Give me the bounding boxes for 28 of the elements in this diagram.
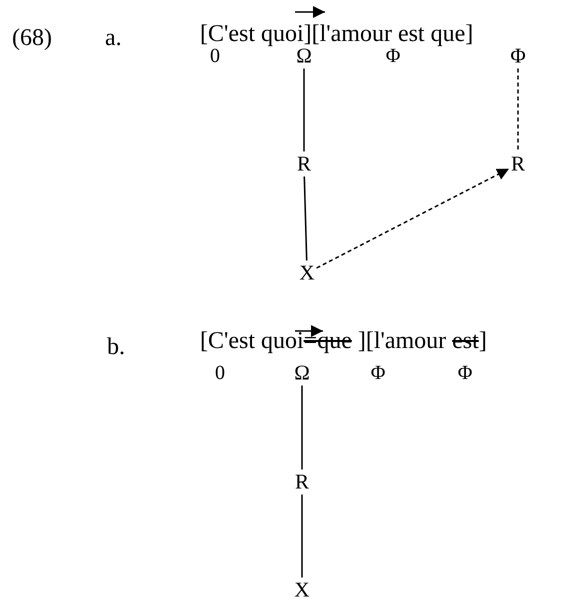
tree-branch [304,176,308,261]
tree-node-label: R [297,154,311,174]
subscript-index: Φ [370,363,386,383]
tree-node-label: Φ [510,46,526,66]
struck-word: est [452,329,479,353]
sentence-fragment: ] [478,329,487,353]
subscript-index: Φ [386,46,400,66]
tree-branch [301,494,303,578]
tree-node-label: X [294,580,310,600]
tree-branch [303,68,305,152]
sentence-fragment: ][l'amour [358,329,446,353]
dotted-line [517,68,519,152]
example-sentence: [C'est quoi][l'amour est que] [200,22,474,46]
subscript-index: 0 [210,46,220,66]
example-number: (68) [12,26,52,50]
item-letter: b. [107,335,125,359]
tree-node-label: R [511,154,525,174]
tree-node-label: X [299,262,315,284]
tree-node-label: Ω [296,46,312,66]
dashed-arrow [316,168,510,269]
struck-word: =que [304,329,352,353]
subscript-index: Φ [458,363,472,383]
tree-node-label: Ω [294,362,310,384]
tree-node-label: R [295,472,309,492]
tree-branch [301,386,303,470]
sentence-fragment: [C'est quoi [200,329,304,353]
item-letter: a. [105,26,122,50]
subscript-index: 0 [215,363,225,383]
